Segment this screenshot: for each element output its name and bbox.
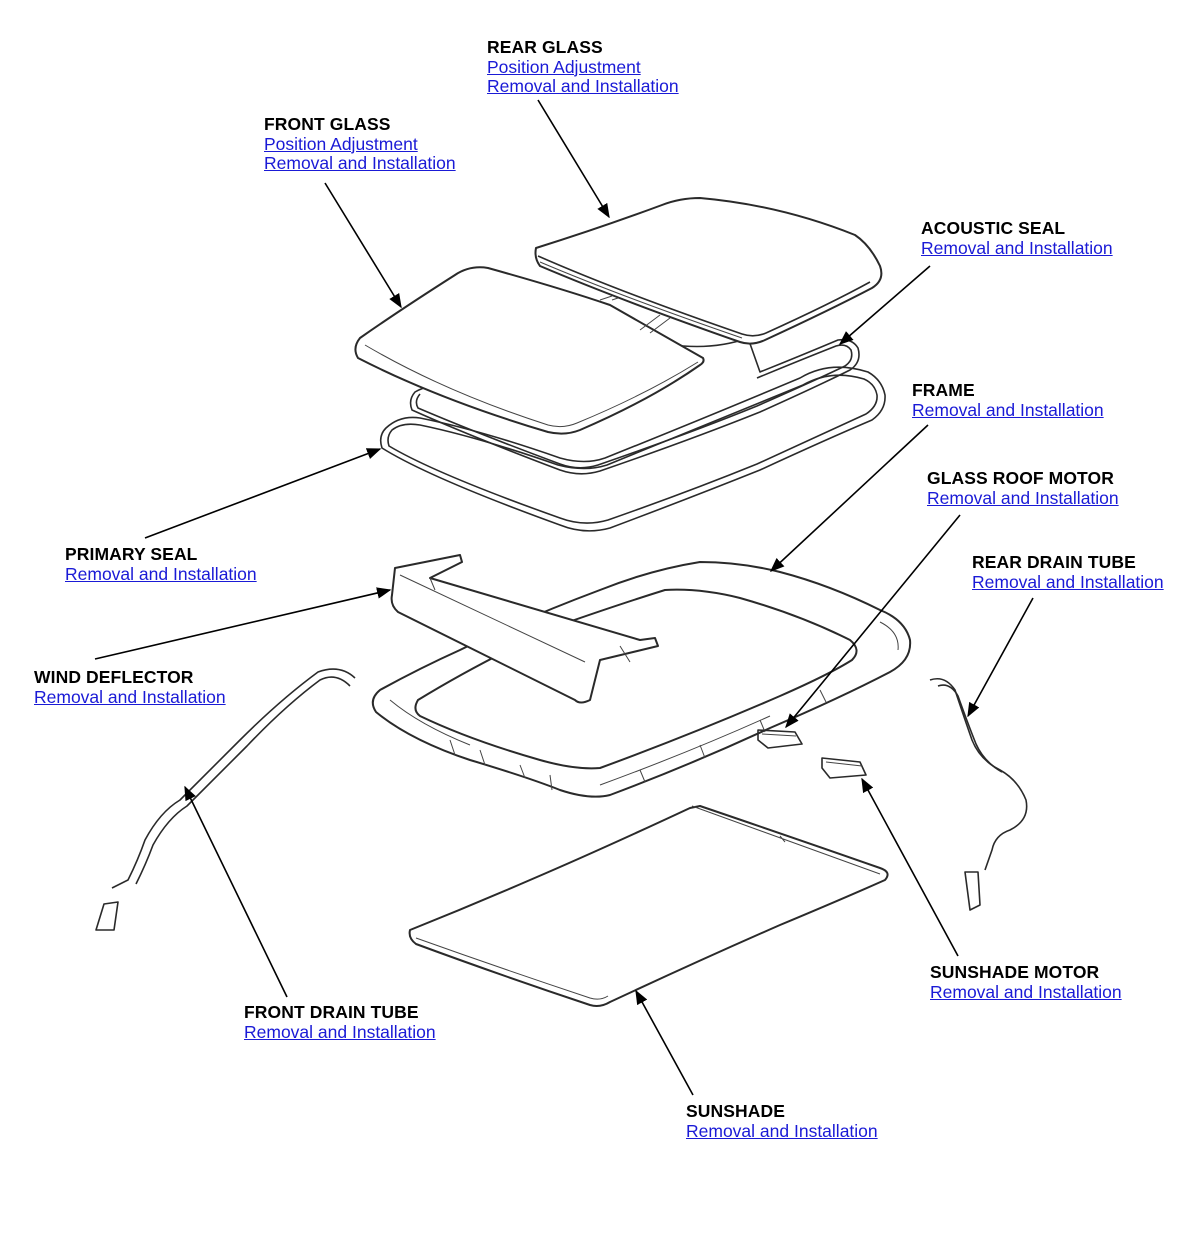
front-glass-part bbox=[354, 266, 705, 435]
leader-primary-seal bbox=[144, 448, 382, 539]
leader-front-glass bbox=[324, 182, 402, 309]
link-front-glass-removal-installation[interactable]: Removal and Installation bbox=[264, 153, 456, 173]
callout-acoustic-seal: ACOUSTIC SEAL Removal and Installation bbox=[921, 218, 1113, 258]
callout-title: PRIMARY SEAL bbox=[65, 544, 198, 564]
link-frame-removal-installation[interactable]: Removal and Installation bbox=[912, 399, 1104, 420]
callout-front-drain-tube: FRONT DRAIN TUBE Removal and Installatio… bbox=[244, 1002, 436, 1042]
callout-frame: FRAME Removal and Installation bbox=[912, 380, 1104, 420]
callout-title: FRONT DRAIN TUBE bbox=[244, 1002, 419, 1022]
callout-title: GLASS ROOF MOTOR bbox=[927, 468, 1114, 488]
rear-glass-part bbox=[534, 197, 883, 345]
callout-title: REAR DRAIN TUBE bbox=[972, 552, 1136, 572]
link-front-glass-position-adjustment[interactable]: Position Adjustment bbox=[264, 133, 418, 154]
glass-roof-motor-part bbox=[757, 729, 803, 749]
sunshade-part bbox=[408, 805, 889, 1007]
callout-title: REAR GLASS bbox=[487, 37, 603, 57]
callout-title: SUNSHADE bbox=[686, 1101, 786, 1121]
leader-rear-drain-tube bbox=[967, 597, 1034, 718]
link-sunshade-removal-installation[interactable]: Removal and Installation bbox=[686, 1120, 878, 1141]
callout-front-glass: FRONT GLASS Position Adjustment Removal … bbox=[264, 114, 456, 174]
callout-title: FRAME bbox=[912, 380, 975, 400]
leader-sunshade-motor bbox=[861, 777, 959, 957]
link-primary-seal-removal-installation[interactable]: Removal and Installation bbox=[65, 563, 257, 584]
leader-lines bbox=[94, 99, 1034, 1096]
link-wind-deflector-removal-installation[interactable]: Removal and Installation bbox=[34, 686, 226, 707]
link-rear-glass-position-adjustment[interactable]: Position Adjustment bbox=[487, 56, 641, 77]
link-glass-roof-motor-removal-installation[interactable]: Removal and Installation bbox=[927, 487, 1119, 508]
callout-sunshade: SUNSHADE Removal and Installation bbox=[686, 1101, 878, 1141]
callout-title: WIND DEFLECTOR bbox=[34, 667, 194, 687]
frame-part bbox=[371, 561, 912, 798]
leader-acoustic-seal bbox=[838, 265, 931, 345]
callout-rear-drain-tube: REAR DRAIN TUBE Removal and Installation bbox=[972, 552, 1164, 592]
link-sunshade-motor-removal-installation[interactable]: Removal and Installation bbox=[930, 981, 1122, 1002]
callout-glass-roof-motor: GLASS ROOF MOTOR Removal and Installatio… bbox=[927, 468, 1119, 508]
front-drain-tube-part bbox=[95, 668, 356, 931]
leader-front-drain-tube bbox=[184, 785, 288, 998]
leader-sunshade bbox=[635, 989, 694, 1096]
leader-wind-deflector bbox=[94, 587, 392, 660]
link-rear-drain-tube-removal-installation[interactable]: Removal and Installation bbox=[972, 571, 1164, 592]
link-acoustic-seal-removal-installation[interactable]: Removal and Installation bbox=[921, 237, 1113, 258]
link-front-drain-tube-removal-installation[interactable]: Removal and Installation bbox=[244, 1021, 436, 1042]
primary-seal-part bbox=[379, 366, 886, 532]
link-rear-glass-removal-installation[interactable]: Removal and Installation bbox=[487, 76, 679, 96]
callout-title: ACOUSTIC SEAL bbox=[921, 218, 1066, 238]
leader-glass-roof-motor bbox=[785, 514, 961, 729]
leader-rear-glass bbox=[537, 99, 610, 219]
rear-drain-tube-part bbox=[929, 677, 1028, 911]
callout-title: SUNSHADE MOTOR bbox=[930, 962, 1100, 982]
callout-sunshade-motor: SUNSHADE MOTOR Removal and Installation bbox=[930, 962, 1122, 1002]
callout-primary-seal: PRIMARY SEAL Removal and Installation bbox=[65, 544, 257, 584]
sunshade-motor-part bbox=[821, 757, 867, 779]
leader-frame bbox=[769, 424, 929, 572]
wind-deflector-part bbox=[390, 554, 659, 704]
callout-wind-deflector: WIND DEFLECTOR Removal and Installation bbox=[34, 667, 226, 707]
callout-title: FRONT GLASS bbox=[264, 114, 391, 134]
callout-rear-glass: REAR GLASS Position Adjustment Removal a… bbox=[487, 37, 679, 97]
